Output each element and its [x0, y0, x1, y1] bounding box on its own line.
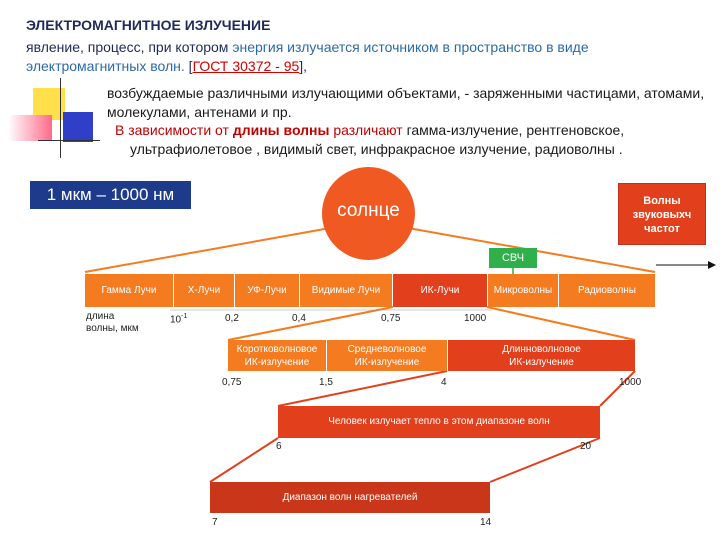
mark-1000: 1000 [464, 313, 486, 324]
sound-waves-line2: звуковыхч [619, 208, 705, 222]
sun-circle: солнце [322, 167, 415, 260]
wavelength-label-line2: волны, мкм [86, 323, 139, 335]
heater-mark-14: 14 [480, 517, 491, 528]
band-gamma: Гамма Лучи [85, 274, 173, 307]
ir-medium-line1: Средневолновое [327, 343, 447, 356]
ir-long-box: Длинноволновое ИК-излучение [448, 340, 635, 371]
mark-10-base: 10 [170, 314, 181, 325]
ir-long-line1: Длинноволновое [448, 343, 635, 356]
human-mark-20: 20 [580, 441, 591, 452]
ir-short-line1: Коротковолновое [228, 343, 326, 356]
ir-mark-1-5: 1,5 [319, 377, 333, 388]
long-ir-ray-left [278, 371, 447, 406]
sound-waves-line3: частот [619, 222, 705, 236]
mark-0-2: 0,2 [225, 313, 239, 324]
band-visible: Видимые Лучи [300, 274, 392, 307]
ir-long-line2: ИК-излучение [448, 356, 635, 369]
wavelength-label: длина волны, мкм [86, 311, 139, 335]
band-xray: Х-Лучи [174, 274, 234, 307]
ir-short-line2: ИК-излучение [228, 356, 326, 369]
heater-mark-7: 7 [212, 517, 218, 528]
human-ray-left [210, 438, 278, 482]
mark-10: 10-1 [170, 313, 187, 325]
ir-medium-line2: ИК-излучение [327, 356, 447, 369]
mark-0-75: 0,75 [381, 313, 400, 324]
heater-range-box: Диапазон волн нагревателей [210, 482, 490, 513]
band-infrared: ИК-Лучи [393, 274, 487, 307]
band-uv: УФ-Лучи [235, 274, 299, 307]
ir-mark-0-75: 0,75 [222, 377, 241, 388]
human-heat-box: Человек излучает тепло в этом диапазоне … [278, 406, 600, 438]
sound-waves-box: Волны звуковыхч частот [618, 183, 706, 245]
ir-ray-left [228, 307, 393, 340]
band-radio: Радиоволны [559, 274, 655, 307]
ir-ray-right [487, 307, 635, 340]
mark-0-4: 0,4 [292, 313, 306, 324]
ir-mark-4: 4 [441, 377, 447, 388]
ir-medium-box: Средневолновое ИК-излучение [327, 340, 447, 371]
sound-arrow-head [708, 261, 716, 269]
sound-waves-line1: Волны [619, 194, 705, 208]
wavelength-label-line1: длина [86, 311, 139, 323]
ir-short-box: Коротковолновое ИК-излучение [228, 340, 326, 371]
ir-mark-1000: 1000 [619, 377, 641, 388]
mark-10-exp: -1 [181, 313, 187, 320]
human-mark-6: 6 [276, 441, 282, 452]
svch-label: СВЧ [489, 248, 537, 268]
sun-ray-left [85, 228, 330, 272]
band-microwave: Микроволны [488, 274, 558, 307]
